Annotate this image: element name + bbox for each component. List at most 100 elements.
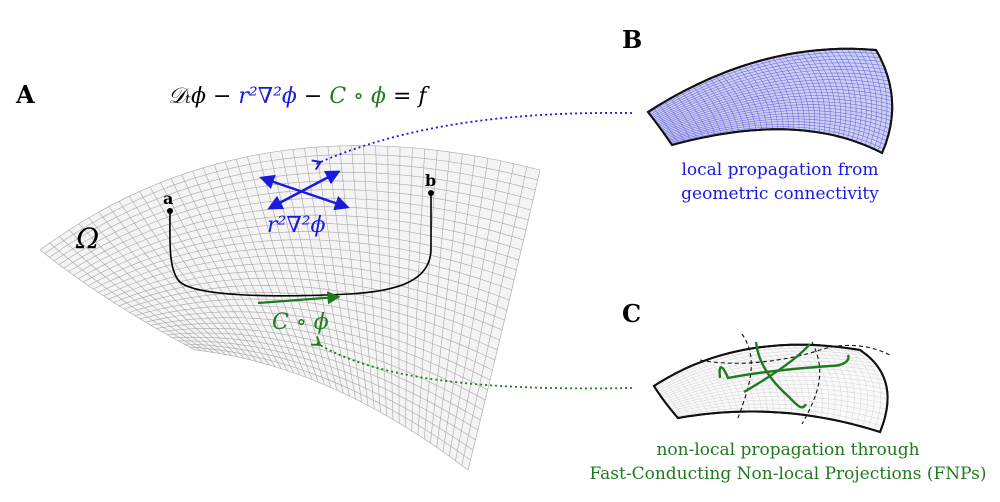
- panel-label-b: B: [622, 25, 642, 54]
- local-arrow-diagonal-2: [267, 170, 341, 210]
- mesh-line: [657, 354, 873, 392]
- surface-mesh-omega: [39, 145, 541, 471]
- mesh-outline: [646, 47, 894, 155]
- mesh-line: [667, 115, 889, 140]
- mesh-line: [178, 340, 476, 441]
- caption-b-line-1: local propagation from: [681, 160, 878, 180]
- mesh-line: [655, 72, 888, 122]
- nonlocal-arrow: [257, 291, 341, 305]
- mesh-outline: [652, 343, 889, 434]
- equation-term-local: r²∇²ϕ: [238, 84, 297, 109]
- caption-b-line-2: geometric connectivity: [681, 184, 879, 204]
- connector-c-to-nonlocal: [310, 336, 633, 390]
- mesh-line: [653, 65, 886, 120]
- mesh-line: [660, 92, 893, 130]
- mesh-line: [93, 239, 515, 290]
- equation-term-nonlocal: C ∘ ϕ: [329, 84, 386, 109]
- mesh-line: [656, 350, 869, 390]
- mesh-line: [156, 322, 486, 401]
- caption-c-rest: through: [845, 440, 919, 460]
- mesh-line: [183, 343, 474, 451]
- mesh-line: [671, 126, 884, 150]
- nonlocal-operator-label: C ∘ ϕ: [272, 310, 329, 335]
- mesh-line: [108, 262, 508, 311]
- point-a-marker: [167, 208, 173, 214]
- omega-label: Ω: [75, 222, 99, 255]
- mesh-line: [661, 95, 893, 131]
- mesh-line: [656, 76, 889, 124]
- equation-rhs: = f: [386, 84, 430, 109]
- equation-minus-2: −: [297, 84, 329, 109]
- mesh-line: [39, 145, 541, 251]
- mesh-line: [662, 98, 893, 133]
- mesh-line: [665, 107, 892, 136]
- mesh-line: [659, 89, 892, 129]
- equation-minus-1: −: [206, 84, 238, 109]
- mesh-line: [44, 154, 538, 254]
- mesh-line: [129, 291, 498, 351]
- point-b-marker: [428, 190, 434, 196]
- mesh-line: [49, 163, 536, 258]
- local-mesh-patch: [646, 47, 894, 155]
- mesh-line: [648, 52, 879, 114]
- mesh-line: [139, 305, 493, 371]
- mesh-line: [134, 298, 496, 361]
- mesh-line: [666, 110, 891, 137]
- caption-c-line-2: Fast-Conducting Non-local Projections (F…: [590, 464, 987, 484]
- mesh-line: [194, 349, 469, 471]
- mesh-line: [651, 59, 883, 117]
- equation-term-derivative: 𝒟ₜϕ: [168, 84, 206, 109]
- mesh-line: [662, 368, 884, 399]
- caption-c-strong: non-local propagation: [656, 440, 845, 460]
- mesh-line: [88, 231, 517, 286]
- mesh-line: [172, 336, 478, 431]
- equation: 𝒟ₜϕ − r²∇²ϕ − C ∘ ϕ = f: [168, 84, 430, 109]
- mesh-line: [654, 69, 887, 121]
- nonlocal-connection-path: [169, 195, 432, 297]
- point-a-label: a: [163, 189, 173, 208]
- patch-boundary-dashed: [801, 341, 821, 425]
- mesh-line: [667, 383, 888, 406]
- mesh-line: [668, 118, 888, 141]
- mesh-line: [98, 247, 512, 293]
- mesh-line: [652, 62, 884, 118]
- mesh-line: [676, 407, 883, 427]
- mesh-line: [649, 55, 881, 116]
- mesh-line: [671, 395, 887, 412]
- mesh-line: [658, 85, 892, 127]
- mesh-line: [124, 284, 500, 341]
- fnp-fiber: [754, 341, 808, 409]
- panel-label-a: A: [15, 80, 35, 109]
- caption-b-strong: local propagation: [681, 160, 832, 180]
- mesh-line: [657, 79, 890, 125]
- local-operator-label: r²∇²ϕ: [267, 213, 326, 238]
- mesh-line: [670, 123, 886, 146]
- caption-c-line-1: non-local propagation through: [656, 440, 919, 460]
- mesh-line: [167, 332, 481, 421]
- mesh-line: [113, 270, 505, 321]
- mesh-line: [673, 399, 886, 415]
- nonlocal-mesh-patch: [652, 333, 891, 434]
- patch-boundary-dashed: [699, 344, 891, 364]
- mesh-line: [118, 277, 503, 331]
- mesh-line: [145, 311, 491, 381]
- fnp-fiber: [743, 343, 811, 394]
- mesh-line: [83, 223, 519, 283]
- caption-b-rest: from: [832, 160, 878, 180]
- mesh-line: [78, 214, 522, 279]
- mesh-line: [669, 121, 887, 142]
- mesh-fill: [652, 343, 889, 434]
- mesh-line: [669, 387, 888, 408]
- mesh-line: [674, 403, 885, 421]
- mesh-line: [664, 104, 892, 135]
- mesh-line: [189, 346, 471, 461]
- mesh-line: [667, 113, 890, 139]
- mesh-line: [150, 317, 488, 391]
- mesh-line: [663, 101, 893, 134]
- mesh-line: [103, 255, 510, 301]
- point-b-label: b: [425, 171, 436, 190]
- mesh-line: [670, 391, 888, 410]
- mesh-line: [658, 82, 891, 126]
- panel-label-c: C: [622, 299, 641, 328]
